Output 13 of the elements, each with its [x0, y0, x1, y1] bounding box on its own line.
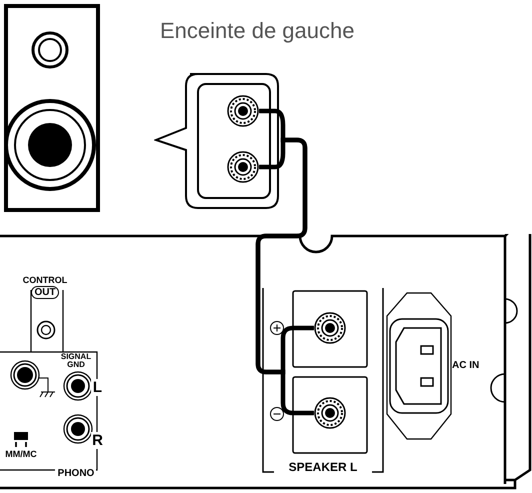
binding-post [227, 151, 259, 183]
panel-label: CONTROL [22, 274, 68, 287]
panel-label: SIGNAL GND [60, 353, 92, 369]
speaker-title: Enceinte de gauche [160, 17, 354, 45]
panel-label: L [91, 379, 104, 396]
binding-post [314, 397, 346, 429]
panel-label: SPEAKER L [288, 459, 358, 476]
binding-post [314, 312, 346, 344]
panel-label: R [91, 432, 104, 449]
panel-label: AC IN [452, 359, 480, 373]
panel-label: OUT [31, 286, 59, 299]
panel-label: MM/MC [4, 448, 38, 461]
binding-post [227, 95, 259, 127]
